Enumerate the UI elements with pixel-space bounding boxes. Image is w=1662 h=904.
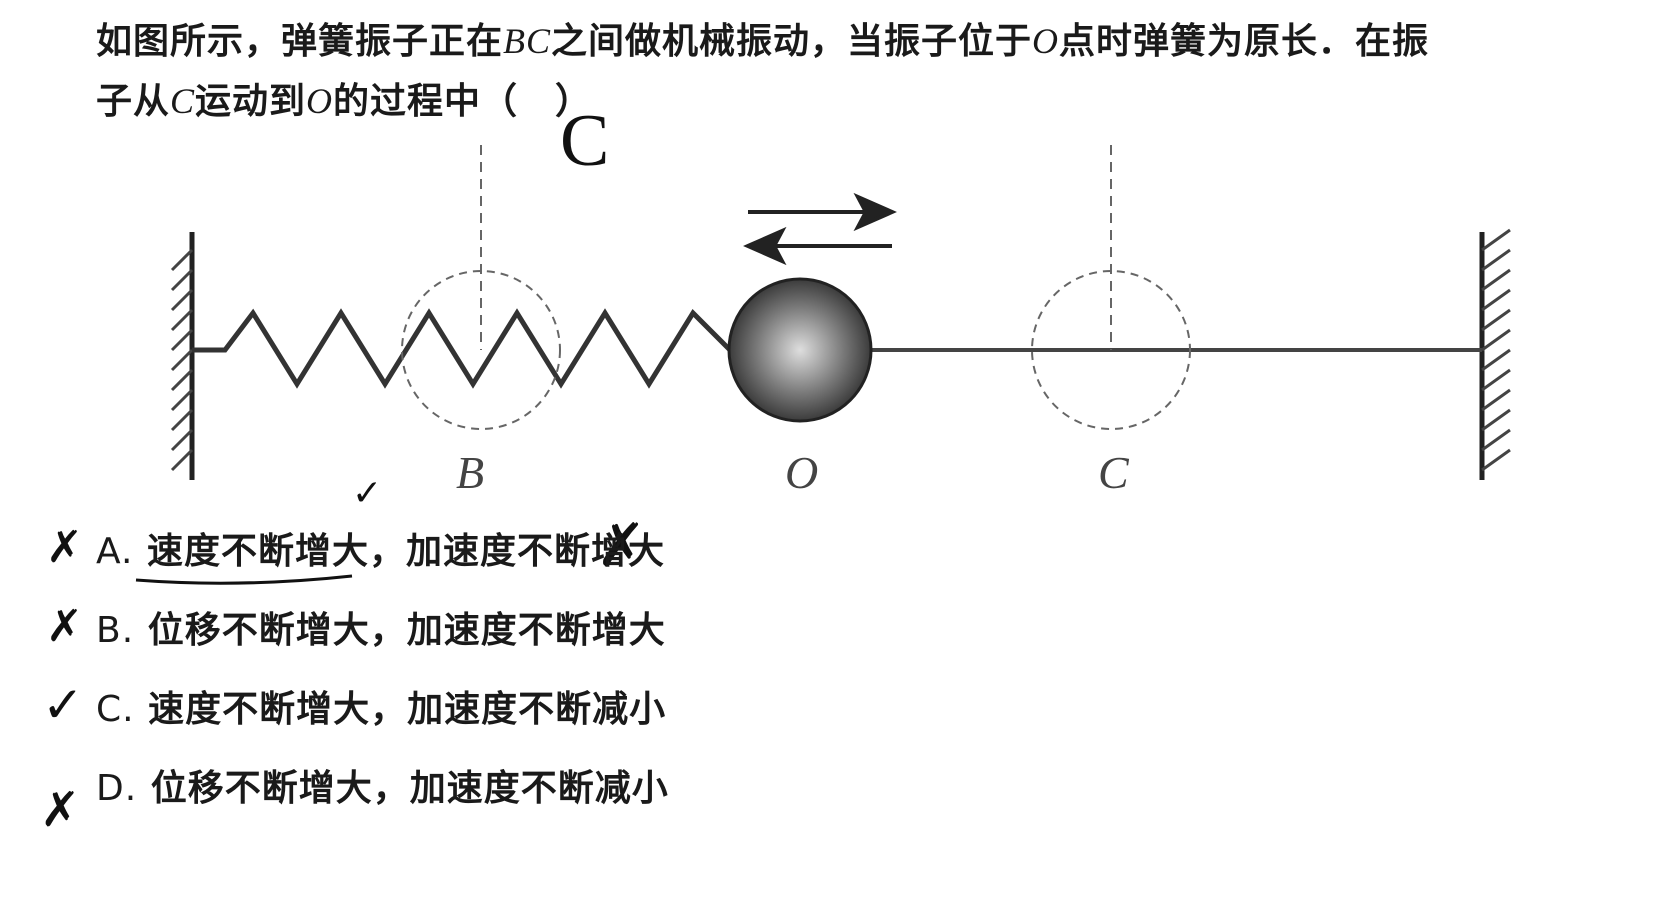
label-b: B: [456, 447, 484, 498]
handwritten-cross-on-char: ✗: [596, 511, 646, 581]
mark-c: ✓: [42, 676, 84, 734]
direction-arrows: [743, 192, 897, 266]
option-text: 速度不断增大，加速度不断增大: [146, 531, 665, 572]
question-text: 的过程中（ ）: [333, 80, 593, 122]
question-var: BC: [503, 21, 552, 61]
right-wall-hatch: [1481, 228, 1511, 472]
question-var: O: [1032, 21, 1060, 61]
mark-a: ✗: [46, 522, 83, 573]
spring: [192, 308, 732, 389]
label-c: C: [1098, 447, 1130, 498]
option-letter: D.: [96, 768, 138, 809]
question-var: O: [306, 81, 334, 121]
handwritten-tick-small: ✓: [352, 473, 382, 514]
option-letter: A.: [96, 531, 134, 572]
option-text: 位移不断增大，加速度不断增大: [147, 610, 666, 651]
mark-b: ✗: [46, 601, 83, 652]
option-text: 位移不断增大，加速度不断减小: [150, 768, 669, 809]
question-line-1: 如图所示，弹簧振子正在BC之间做机械振动，当振子位于O点时弹簧为原长．在振: [96, 12, 1429, 64]
mark-d: ✗: [40, 782, 80, 838]
left-wall-hatch: [170, 248, 194, 472]
question-text: 子从: [96, 80, 171, 122]
option-b: B. 位移不断增大，加速度不断增大: [96, 601, 666, 653]
option-d: D. 位移不断增大，加速度不断减小: [96, 759, 669, 811]
question-line-2: 子从C运动到O的过程中（ ）: [96, 72, 592, 124]
handwritten-answer: C: [560, 100, 609, 182]
option-text: 速度不断增大，加速度不断减小: [148, 689, 667, 730]
option-letter: B.: [96, 610, 135, 651]
option-letter: C.: [96, 689, 135, 730]
oscillator-ball: [727, 277, 873, 423]
question-var: C: [170, 81, 196, 121]
question-text: 如图所示，弹簧振子正在: [96, 20, 504, 62]
underline-stroke: [135, 574, 353, 585]
question-text: 点时弹簧为原长．在振: [1059, 20, 1430, 62]
option-c: C. 速度不断增大，加速度不断减小: [96, 680, 666, 732]
question-text: 之间做机械振动，当振子位于: [551, 20, 1033, 62]
option-a: A. 速度不断增大，加速度不断增大: [96, 522, 665, 574]
question-text: 运动到: [195, 80, 307, 122]
label-o: O: [785, 447, 818, 498]
